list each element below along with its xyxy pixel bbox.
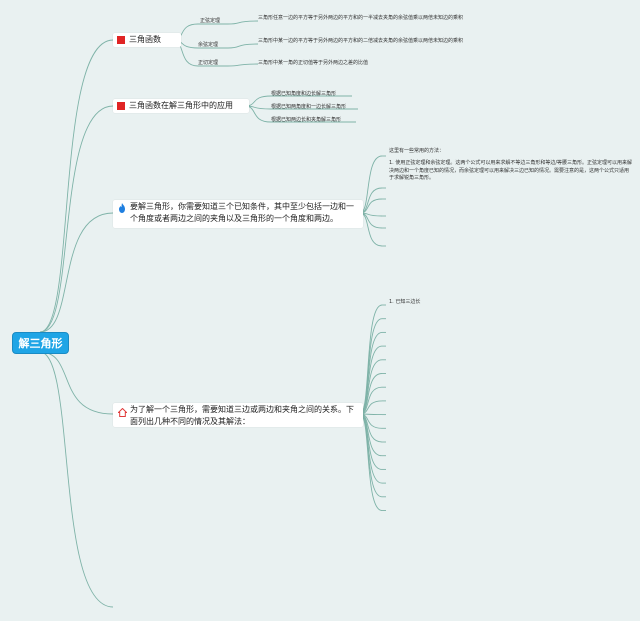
topic-cases-and-solutions[interactable]: 为了解一个三角形，需要知道三边或两边和夹角之间的关系。下面列出几种不同的情况及其… bbox=[113, 403, 363, 427]
sub-topic-two-angles-one-side[interactable]: 根据已知两角度和一边长解三角形 bbox=[271, 104, 347, 110]
branch-line bbox=[39, 39, 114, 333]
topic-trig-functions[interactable]: 三角函数 bbox=[113, 33, 181, 47]
red-flag-icon bbox=[117, 102, 125, 110]
branch-line bbox=[39, 212, 114, 333]
branch-line bbox=[227, 20, 259, 25]
topic-three-conditions[interactable]: 要解三角形，你需要知道三个已知条件，其中至少包括一边和一个角度或者两边之间的夹角… bbox=[113, 200, 363, 228]
branch-line bbox=[227, 63, 259, 67]
sub-topic-two-sides-included-angle[interactable]: 根据已知两边长和夹角解三角形 bbox=[271, 117, 342, 123]
branch-line bbox=[359, 304, 383, 415]
topic-trig-application[interactable]: 三角函数在解三角形中的应用 bbox=[113, 99, 249, 113]
cosine-law-description: 三角形中某一边的平方等于另外两边的平方和的二倍减去夹角的余弦值乘以两倍未知边的乘… bbox=[258, 38, 464, 44]
topic-label: 三角函数在解三角形中的应用 bbox=[129, 101, 233, 110]
fire-icon bbox=[116, 201, 128, 217]
tangent-law-description: 三角形中某一角的正切值等于另外两边之差的比值 bbox=[258, 60, 369, 66]
branch-line bbox=[39, 105, 114, 333]
case-three-sides-note: 1. 已知三边长 bbox=[389, 299, 421, 305]
methods-detail-note: 1. 使用正弦定理和余弦定理。这两个公式可以用来求解不等边三角形和等边/等腰三角… bbox=[389, 160, 633, 181]
methods-intro-note: 这里有一些常用的方法： bbox=[389, 148, 445, 154]
sine-law-description: 三角形任意一边的平方等于另外两边的平方和的一半减去夹角的余弦值乘以两倍未知边的乘… bbox=[258, 15, 464, 21]
topic-label: 三角函数 bbox=[129, 35, 161, 44]
branch-line bbox=[39, 351, 114, 415]
topic-label: 为了解一个三角形，需要知道三边或两边和夹角之间的关系。下面列出几种不同的情况及其… bbox=[130, 405, 354, 426]
branch-line bbox=[359, 155, 383, 214]
branch-line bbox=[359, 187, 383, 214]
sub-topic-tangent-law[interactable]: 正切定理 bbox=[198, 60, 219, 66]
branch-line bbox=[39, 351, 114, 608]
branch-line bbox=[227, 43, 259, 49]
root-topic[interactable]: 解三角形 bbox=[12, 332, 69, 354]
topic-label: 要解三角形，你需要知道三个已知条件，其中至少包括一边和一个角度或者两边之间的夹角… bbox=[130, 202, 354, 223]
red-flag-icon bbox=[117, 36, 125, 44]
sub-topic-cosine-law[interactable]: 余弦定理 bbox=[198, 42, 219, 48]
branch-line bbox=[359, 359, 383, 415]
sub-topic-angle-side[interactable]: 根据已知角度和边长解三角形 bbox=[271, 91, 337, 97]
branch-line bbox=[359, 212, 383, 247]
sub-topic-sine-law[interactable]: 正弦定理 bbox=[200, 18, 221, 24]
house-icon bbox=[116, 404, 128, 421]
branch-line bbox=[359, 413, 383, 511]
root-topic-label: 解三角形 bbox=[18, 337, 63, 350]
